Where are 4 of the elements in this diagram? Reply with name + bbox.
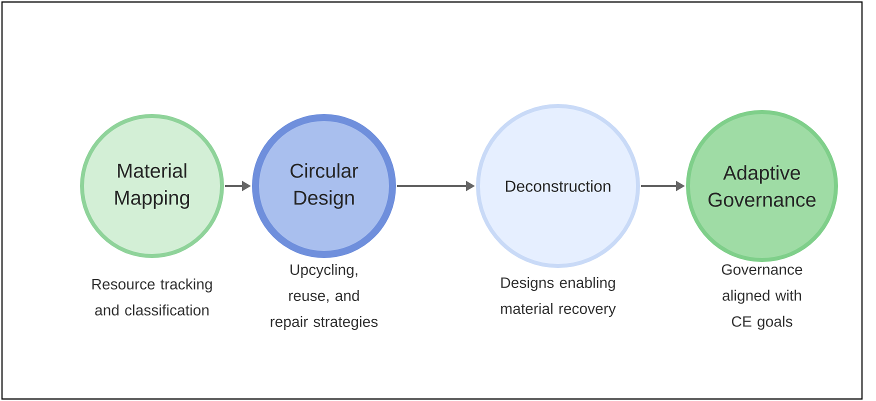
- stage-description: Resource tracking and classification: [92, 278, 212, 316]
- stage-description: Designs enabling material recovery: [501, 277, 616, 317]
- stage-description: Governance aligned with CE goals: [722, 264, 802, 330]
- stage-description: Upcycling, reuse, and repair strategies: [270, 264, 378, 330]
